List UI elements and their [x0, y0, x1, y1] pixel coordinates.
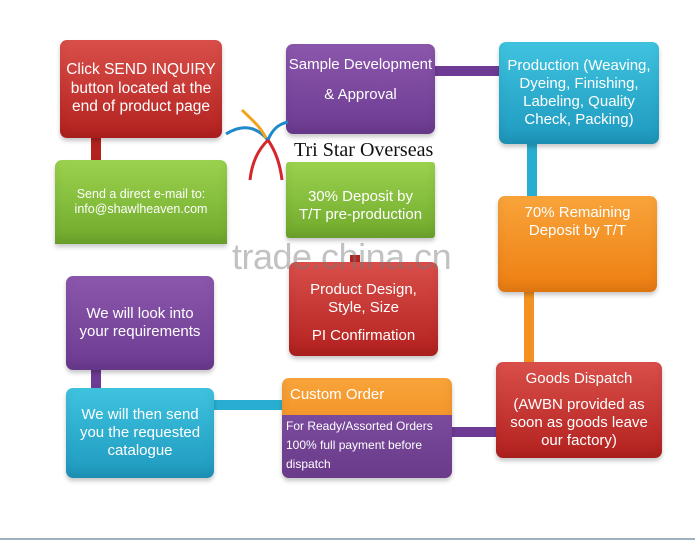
goods-dispatch-detail: (AWBN provided as soon as goods leave ou…: [510, 396, 648, 449]
sample-approval-text: & Approval: [324, 86, 397, 103]
remaining-deposit-text: 70% Remaining Deposit by T/T: [524, 204, 631, 239]
watermark: trade.china.cn: [232, 236, 452, 277]
remaining-deposit-box: 70% Remaining Deposit by T/T: [498, 196, 657, 292]
custom-order-box: Custom Order For Ready/Assorted Orders 1…: [282, 378, 452, 478]
product-design-box: Product Design, Style, Size PI Confirmat…: [289, 262, 438, 356]
custom-order-body: For Ready/Assorted Orders 100% full paym…: [282, 415, 452, 478]
pi-confirmation-text: PI Confirmation: [311, 327, 416, 344]
direct-email-address: info@shawlheaven.com: [74, 202, 208, 216]
send-catalogue-text: We will then send you the requested cata…: [79, 406, 201, 459]
production-text: Production (Weaving, Dyeing, Finishing, …: [507, 57, 651, 128]
connector-purple-bottom: [450, 427, 498, 437]
product-design-text: Product Design, Style, Size: [310, 281, 417, 316]
connector-red-vertical: [91, 134, 101, 164]
goods-dispatch-box: Goods Dispatch (AWBN provided as soon as…: [496, 362, 662, 458]
connector-purple-vertical: [91, 366, 101, 392]
sample-development-text: Sample Development: [288, 56, 433, 73]
goods-dispatch-title: Goods Dispatch: [525, 370, 633, 387]
brand-name: Tri Star Overseas: [294, 139, 434, 161]
send-inquiry-box: Click SEND INQUIRY button located at the…: [60, 40, 222, 138]
connector-cyan-right: [527, 142, 537, 198]
look-into-box: We will look into your requirements: [66, 276, 214, 370]
bottom-divider: [0, 538, 695, 540]
connector-orange-right: [524, 290, 534, 364]
custom-order-title: Custom Order: [290, 386, 385, 403]
direct-email-label: Send a direct e-mail to:: [76, 187, 206, 201]
tri-star-logo: [225, 108, 289, 181]
deposit-text: 30% Deposit by T/T pre-production: [298, 188, 423, 223]
direct-email-box: Send a direct e-mail to: info@shawlheave…: [55, 160, 227, 244]
connector-purple-top: [433, 66, 503, 76]
production-box: Production (Weaving, Dyeing, Finishing, …: [499, 42, 659, 144]
send-inquiry-text: Click SEND INQUIRY button located at the…: [66, 61, 216, 116]
sample-development-box: Sample Development & Approval: [286, 44, 435, 134]
deposit-box: 30% Deposit by T/T pre-production: [286, 162, 435, 238]
connector-cyan-horizontal: [212, 400, 284, 410]
send-catalogue-box: We will then send you the requested cata…: [66, 388, 214, 478]
look-into-text: We will look into your requirements: [79, 305, 201, 340]
